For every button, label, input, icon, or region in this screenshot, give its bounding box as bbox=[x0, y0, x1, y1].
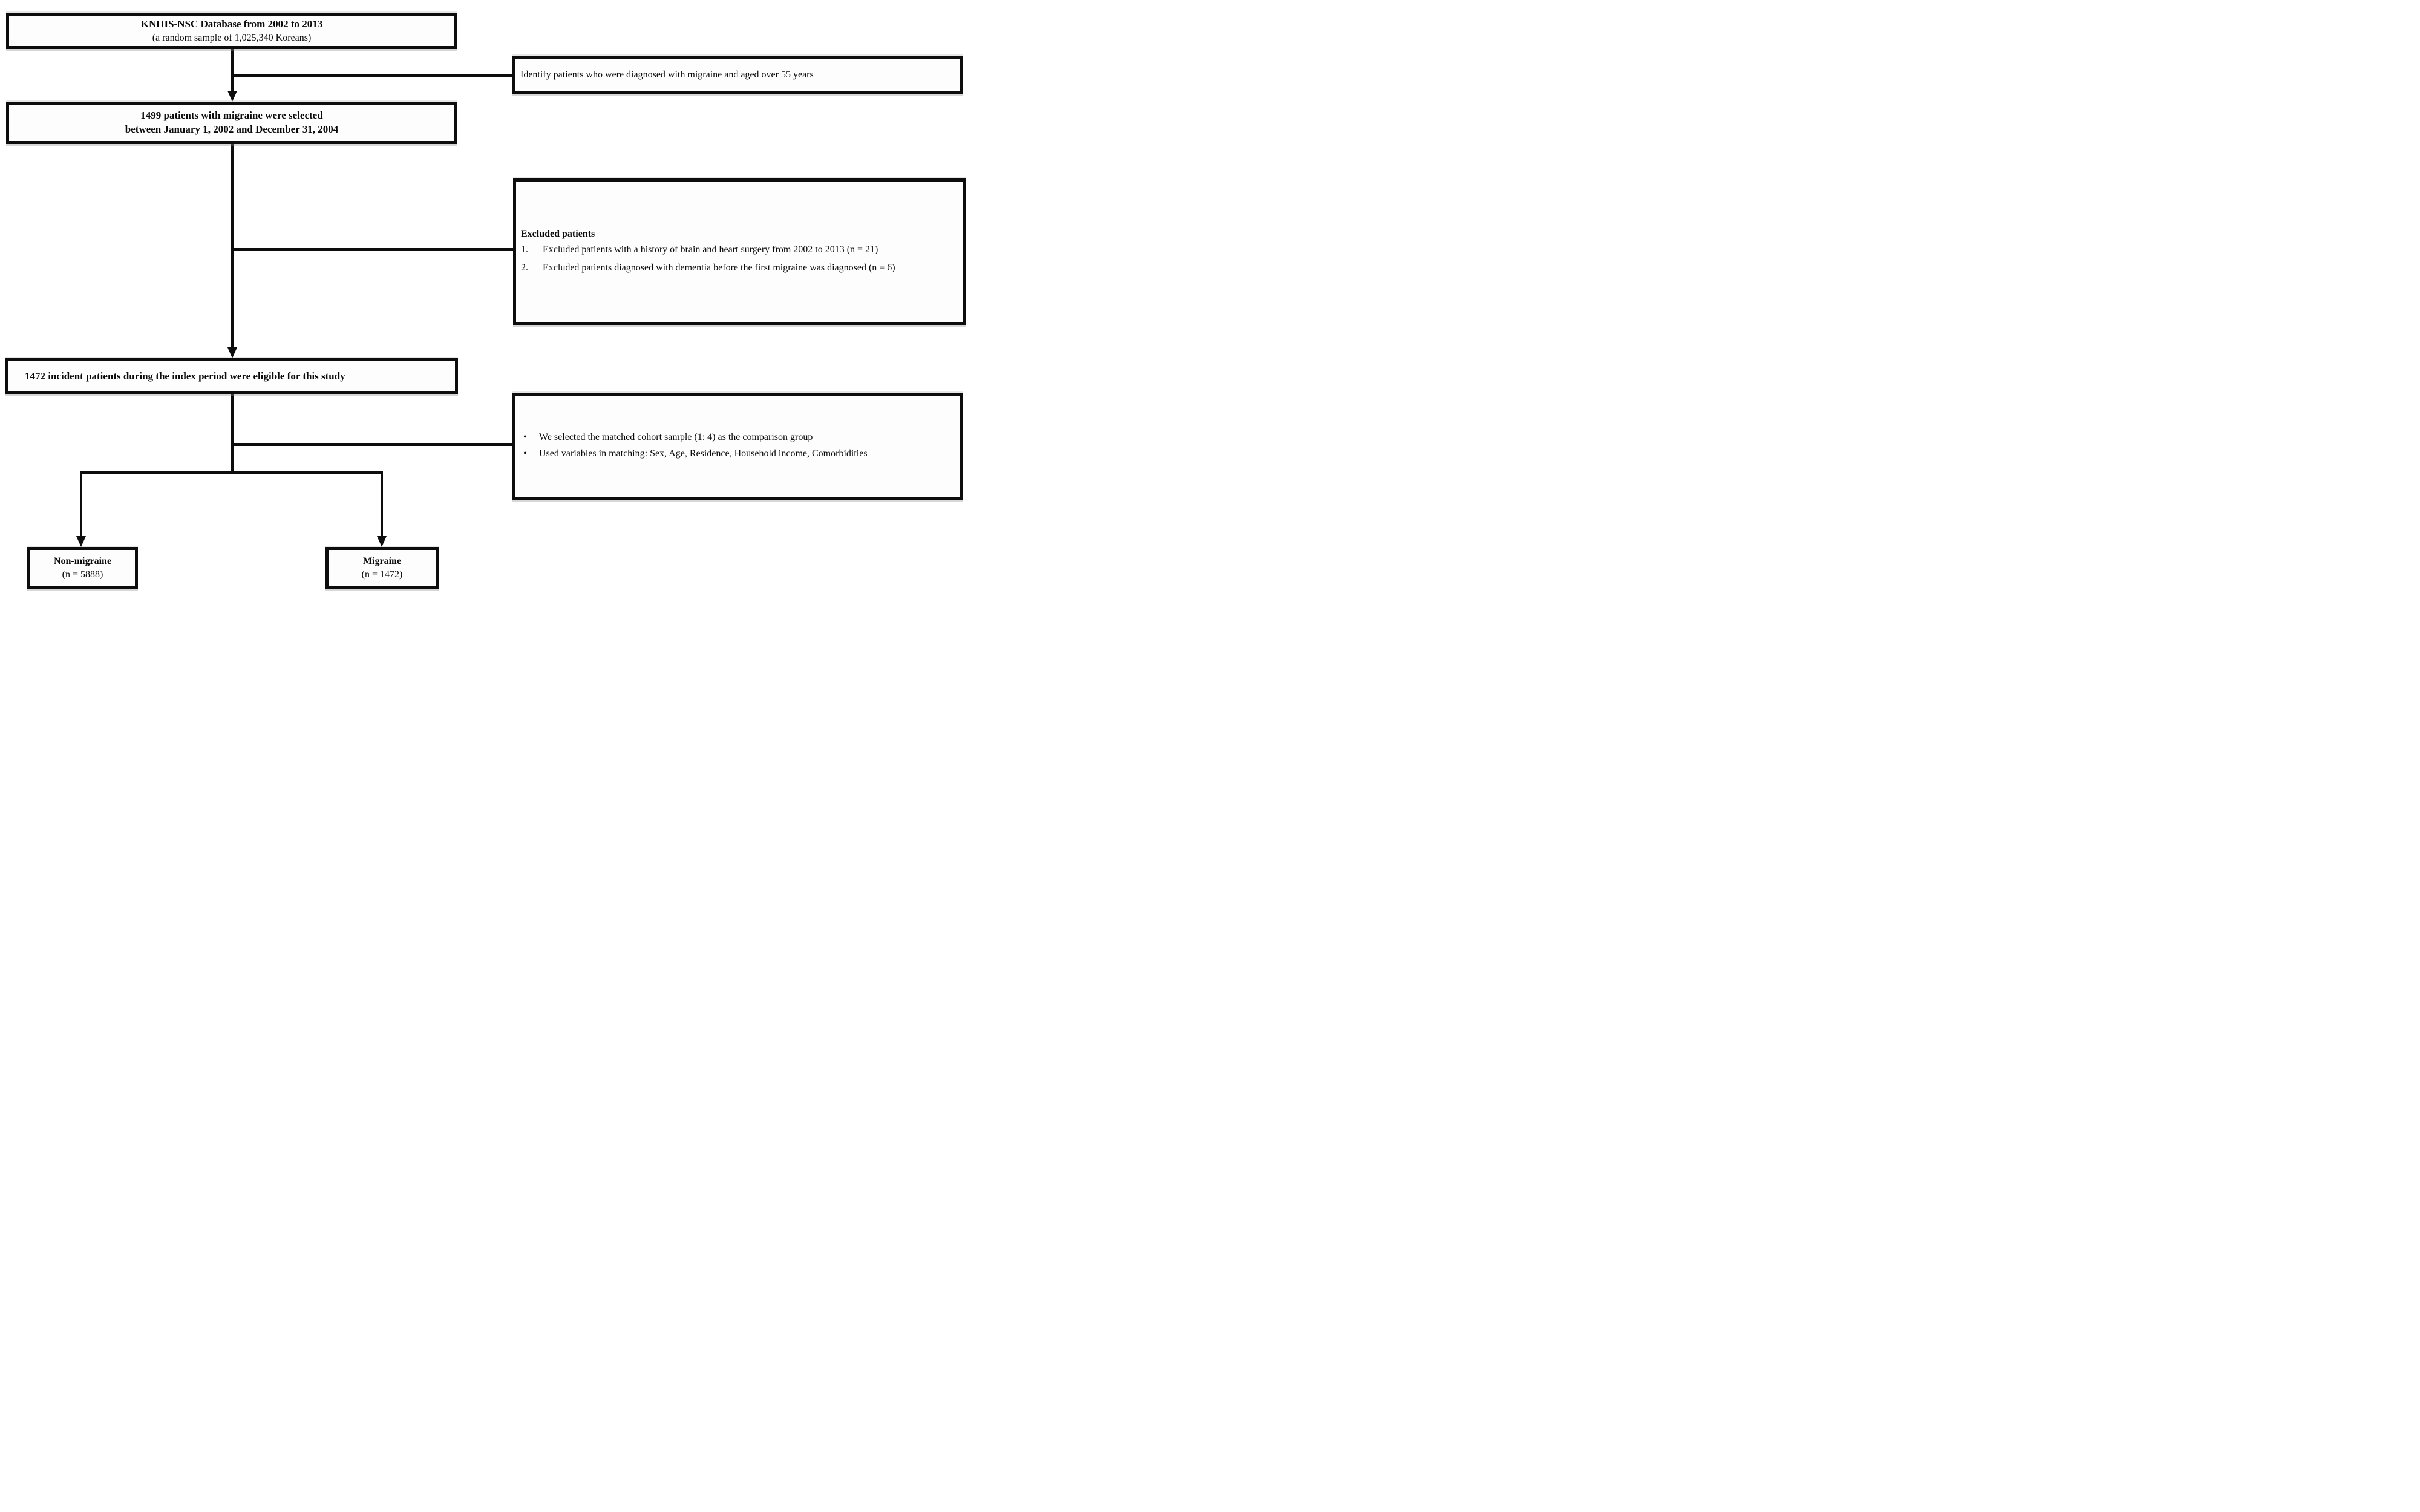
connector-eligible-to-split bbox=[231, 394, 234, 474]
database-title: KNHIS-NSC Database from 2002 to 2013 bbox=[140, 18, 323, 30]
matched-bullet-text: We selected the matched cohort sample (1… bbox=[539, 431, 813, 442]
connector-selected-to-eligible bbox=[231, 144, 234, 349]
arrowhead-down-icon bbox=[227, 91, 237, 102]
selected-line1: 1499 patients with migraine were selecte… bbox=[140, 110, 323, 122]
matched-bullet: • Used variables in matching: Sex, Age, … bbox=[523, 447, 960, 460]
box-matched: • We selected the matched cohort sample … bbox=[512, 393, 963, 500]
box-eligible: 1472 incident patients during the index … bbox=[5, 358, 458, 394]
excluded-item: 2. Excluded patients diagnosed with deme… bbox=[521, 261, 963, 275]
eligible-text: 1472 incident patients during the index … bbox=[25, 370, 345, 382]
arrowhead-down-icon bbox=[227, 347, 237, 358]
database-subtitle: (a random sample of 1,025,340 Koreans) bbox=[152, 32, 312, 43]
excluded-item-number: 1. bbox=[521, 244, 528, 255]
connector-to-matched bbox=[232, 443, 512, 446]
box-migraine: Migraine (n = 1472) bbox=[325, 547, 439, 589]
flowchart-canvas: KNHIS-NSC Database from 2002 to 2013 (a … bbox=[0, 0, 968, 605]
connector-to-migraine bbox=[381, 471, 383, 537]
non-migraine-count: (n = 5888) bbox=[62, 569, 103, 580]
excluded-item-text: Excluded patients diagnosed with dementi… bbox=[543, 263, 895, 273]
non-migraine-title: Non-migraine bbox=[53, 556, 112, 567]
arrowhead-down-icon bbox=[377, 536, 387, 547]
excluded-item-text: Excluded patients with a history of brai… bbox=[543, 244, 878, 255]
bullet-icon: • bbox=[523, 448, 527, 459]
box-selected: 1499 patients with migraine were selecte… bbox=[6, 102, 457, 144]
box-database: KNHIS-NSC Database from 2002 to 2013 (a … bbox=[6, 13, 457, 49]
split-connector bbox=[80, 471, 383, 474]
box-excluded: Excluded patients 1. Excluded patients w… bbox=[513, 178, 966, 325]
migraine-count: (n = 1472) bbox=[361, 569, 403, 580]
excluded-item-number: 2. bbox=[521, 263, 528, 273]
excluded-item: 1. Excluded patients with a history of b… bbox=[521, 243, 963, 257]
arrowhead-down-icon bbox=[76, 536, 86, 547]
connector-to-identify bbox=[232, 74, 512, 77]
selected-line2: between January 1, 2002 and December 31,… bbox=[125, 123, 339, 135]
identify-text: Identify patients who were diagnosed wit… bbox=[520, 70, 814, 80]
box-identify: Identify patients who were diagnosed wit… bbox=[512, 56, 963, 94]
excluded-title: Excluded patients bbox=[521, 228, 595, 239]
migraine-title: Migraine bbox=[362, 556, 402, 567]
matched-bullet: • We selected the matched cohort sample … bbox=[523, 430, 960, 444]
connector-db-to-selected bbox=[231, 49, 234, 92]
matched-bullet-text: Used variables in matching: Sex, Age, Re… bbox=[539, 448, 868, 459]
bullet-icon: • bbox=[523, 431, 527, 442]
connector-to-excluded bbox=[232, 248, 513, 251]
box-non-migraine: Non-migraine (n = 5888) bbox=[27, 547, 138, 589]
connector-to-non-migraine bbox=[80, 471, 82, 537]
